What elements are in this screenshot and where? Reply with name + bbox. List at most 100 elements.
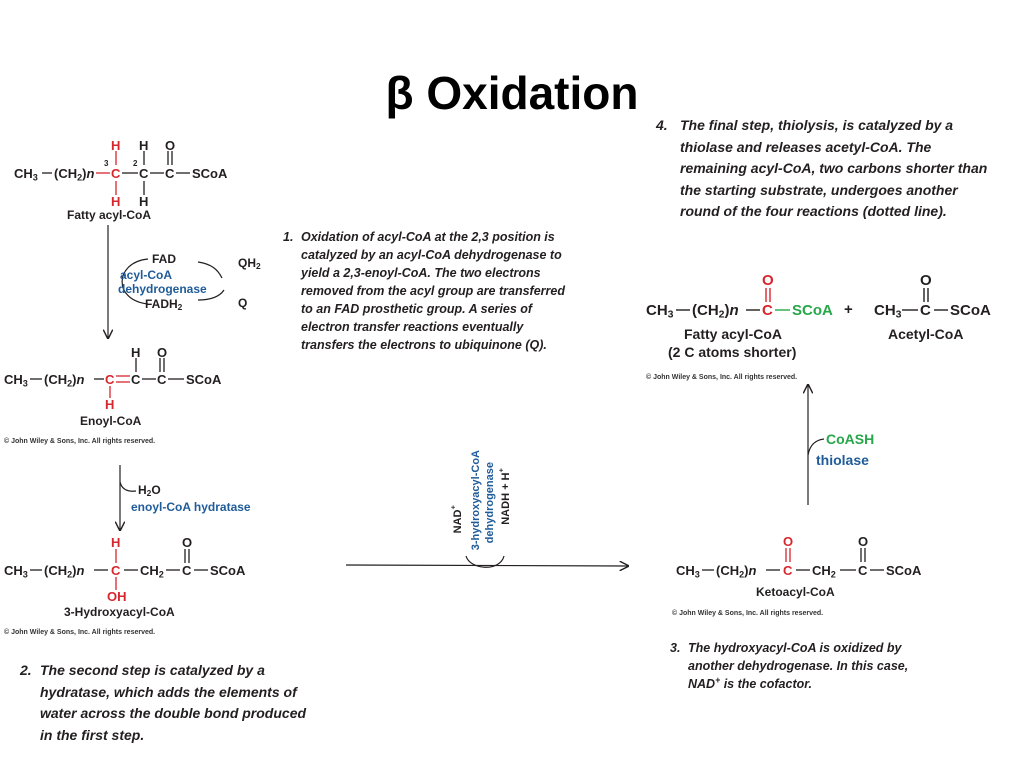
fad-label: FAD (152, 252, 176, 266)
product-acyl-subname: (2 C atoms shorter) (668, 344, 797, 360)
acyl-coa-dehydrogenase-line2: dehydrogenase (118, 282, 207, 296)
fatty-acyl-coa-c3: C (111, 166, 121, 181)
fadh2-label: FADH2 (145, 297, 183, 313)
hydroxyacyl-coa-left: CH3 (4, 563, 28, 580)
fatty-acyl-coa-h2-bottom: H (139, 194, 149, 209)
hydroxyacyl-coa-o: O (182, 535, 193, 550)
step1-text: Oxidation of acyl-CoA at the 2,3 positio… (301, 230, 565, 352)
enoyl-coa-o: O (157, 345, 168, 360)
fatty-acyl-coa-h3-top: H (111, 138, 121, 153)
position-2-label: 2 (133, 159, 138, 168)
enoyl-coa-scoa: SCoA (186, 372, 222, 387)
product-acyl-o: O (762, 272, 774, 289)
fatty-acyl-coa-left: CH3 (14, 166, 38, 183)
ketoacyl-coa-c1: C (858, 563, 868, 578)
step3-number: 3. (670, 641, 681, 655)
product-bonds (676, 288, 948, 311)
step4-number: 4. (656, 117, 668, 133)
enoyl-coa-name: Enoyl-CoA (80, 414, 142, 428)
hydroxyacyl-coa-c3: C (111, 563, 121, 578)
fatty-acyl-coa-name: Fatty acyl-CoA (67, 208, 152, 222)
step2-text: The second step is catalyzed by a hydrat… (40, 662, 307, 743)
enoyl-coa-c1: C (157, 372, 167, 387)
enoyl-coa-h-bottom: H (105, 397, 115, 412)
hydroxyacyl-coa-c1: C (182, 563, 192, 578)
step4-arrow (808, 385, 825, 505)
ketoacyl-coa-c3: C (783, 563, 793, 578)
ketoacyl-coa-o1: O (858, 534, 869, 549)
enoyl-coa-left: CH3 (4, 372, 28, 389)
page-title: β Oxidation (385, 67, 639, 119)
hydroxyacyl-dehydrogenase-line2: dehydrogenase (484, 462, 496, 544)
qh2-label: QH2 (238, 256, 261, 272)
acetyl-coa-o: O (920, 272, 932, 289)
product-acyl-scoa: SCoA (792, 302, 833, 319)
fatty-acyl-coa-h3-bottom: H (111, 194, 121, 209)
copyright-1: © John Wiley & Sons, Inc. All rights res… (4, 438, 156, 445)
coash-label: CoASH (826, 431, 875, 447)
step1-note: 1. Oxidation of acyl-CoA at the 2,3 posi… (283, 228, 573, 354)
copyright-4: © John Wiley & Sons, Inc. All rights res… (646, 374, 798, 381)
acetyl-coa-name: Acetyl-CoA (888, 326, 964, 342)
fatty-acyl-coa-h2-top: H (139, 138, 149, 153)
fatty-acyl-coa-c1: C (165, 166, 175, 181)
ketoacyl-coa-scoa: SCoA (886, 563, 922, 578)
thiolase-label: thiolase (816, 452, 869, 468)
enoyl-coa-c2: C (131, 372, 141, 387)
step4-note: 4. The final step, thiolysis, is catalyz… (656, 115, 996, 223)
step1-arrow (108, 225, 225, 338)
product-acyl-chain: (CH2)n (692, 302, 739, 321)
acetyl-coa-scoa: SCoA (950, 302, 991, 319)
fatty-acyl-coa-chain: (CH2)n (54, 166, 95, 183)
product-acyl-c: C (762, 302, 773, 319)
step3-note: 3. The hydroxyacyl-CoA is oxidized by an… (670, 639, 920, 693)
acetyl-coa-c: C (920, 302, 931, 319)
nadh-label: NADH + H+ (496, 468, 512, 525)
step3-text-sup: + (715, 674, 721, 685)
hydroxyacyl-coa-h: H (111, 535, 121, 550)
position-3-label: 3 (104, 159, 109, 168)
acyl-coa-dehydrogenase-line1: acyl-CoA (120, 268, 173, 282)
plus-sign: + (844, 301, 853, 318)
enoyl-coa-hydratase-label: enoyl-CoA hydratase (131, 500, 251, 514)
hydroxyacyl-coa-oh: OH (107, 589, 127, 604)
copyright-3: © John Wiley & Sons, Inc. All rights res… (672, 610, 824, 617)
step3-arrow (345, 555, 628, 567)
acetyl-coa-left: CH3 (874, 302, 902, 321)
hydroxyacyl-dehydrogenase-line1: 3-hydroxyacyl-CoA (470, 450, 482, 551)
product-acyl-name: Fatty acyl-CoA (684, 326, 783, 342)
fatty-acyl-coa-o: O (165, 138, 176, 153)
hydroxyacyl-coa-bonds (30, 549, 208, 590)
nad-label: NAD+ (448, 505, 464, 534)
step2-number: 2. (20, 662, 32, 678)
step2-note: 2. The second step is catalyzed by a hyd… (20, 660, 320, 746)
step1-number: 1. (283, 230, 294, 244)
enoyl-coa-chain: (CH2)n (44, 372, 85, 389)
step4-text: The final step, thiolysis, is catalyzed … (680, 117, 988, 219)
copyright-2: © John Wiley & Sons, Inc. All rights res… (4, 629, 156, 636)
fatty-acyl-coa-bonds (42, 151, 190, 195)
ketoacyl-coa-left: CH3 (676, 563, 700, 580)
step2-arrow (120, 465, 137, 530)
enoyl-coa-bonds (30, 358, 184, 398)
hydroxyacyl-coa-scoa: SCoA (210, 563, 246, 578)
fatty-acyl-coa-scoa: SCoA (192, 166, 228, 181)
hydroxyacyl-coa-ch2: CH2 (140, 563, 164, 580)
ketoacyl-coa-chain: (CH2)n (716, 563, 757, 580)
ketoacyl-coa-o3: O (783, 534, 794, 549)
q-label: Q (238, 296, 248, 310)
product-acyl-left: CH3 (646, 302, 674, 321)
enoyl-coa-h-top: H (131, 345, 141, 360)
ketoacyl-coa-ch2: CH2 (812, 563, 836, 580)
step3-text-end: is the cofactor. (720, 677, 812, 691)
ketoacyl-coa-name: Ketoacyl-CoA (756, 585, 835, 599)
h2o-label: H2O (138, 483, 161, 499)
hydroxyacyl-coa-name: 3-Hydroxyacyl-CoA (64, 605, 175, 619)
hydroxyacyl-coa-chain: (CH2)n (44, 563, 85, 580)
enoyl-coa-c3: C (105, 372, 115, 387)
ketoacyl-coa-bonds (702, 548, 884, 571)
fatty-acyl-coa-c2: C (139, 166, 149, 181)
step3-text: The hydroxyacyl-CoA is oxidized by anoth… (688, 641, 909, 691)
